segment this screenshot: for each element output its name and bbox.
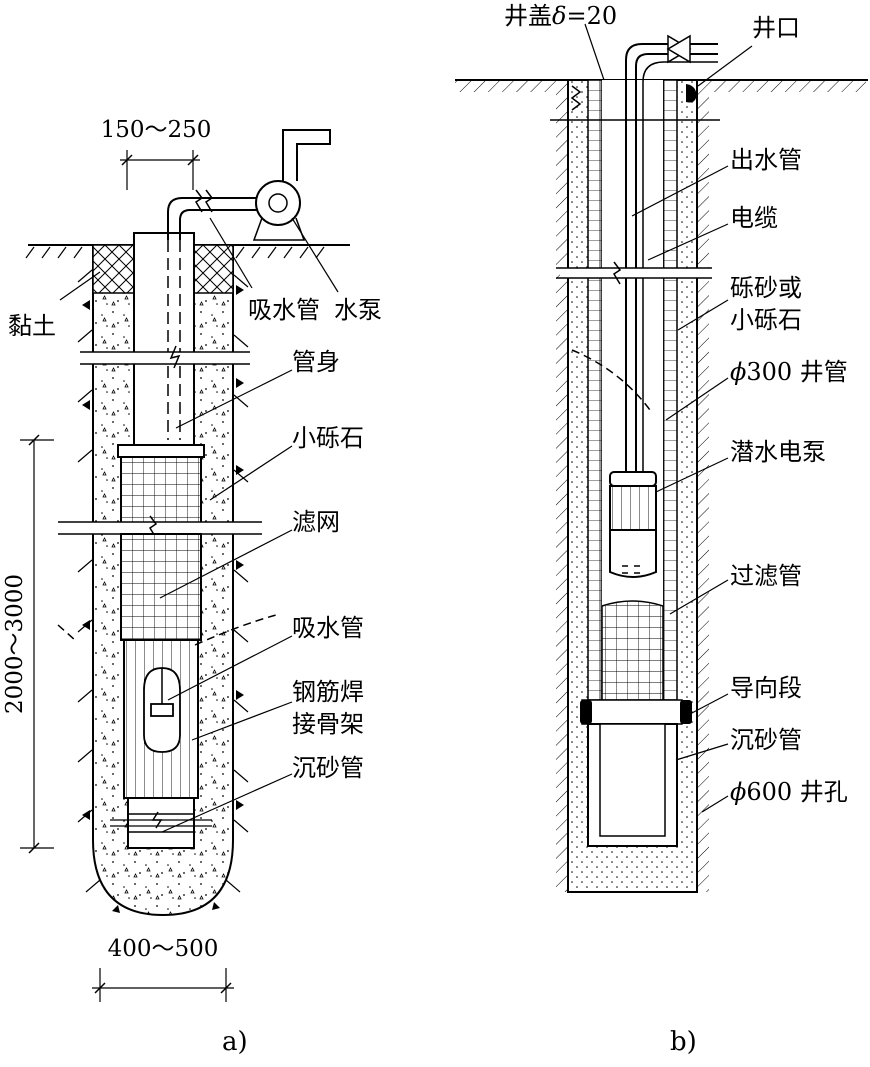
pipe-break-mark [194, 189, 204, 213]
label-gravel-a: 小砾石 [292, 424, 364, 452]
label-gravel-b-1: 砾砂或 [730, 274, 802, 302]
label-filter-screen: 滤网 [292, 508, 340, 536]
cable [642, 61, 718, 480]
label-pipe-body: 管身 [292, 348, 340, 376]
suction-head [150, 703, 174, 717]
pump-outlet-pipe [282, 129, 331, 181]
filter-screen-upper [120, 456, 202, 526]
hole-wall-right [697, 92, 709, 892]
break-line-1 [80, 345, 250, 369]
label-sand-pipe-a: 沉砂管 [292, 754, 364, 782]
ground-hatch-a [25, 246, 325, 259]
pump-base [252, 217, 306, 241]
dim-top-width: 150～250 [101, 117, 212, 190]
ground-hatch-b-right [698, 80, 866, 92]
label-cable: 电缆 [730, 204, 778, 232]
filter-pipe-b [601, 600, 664, 701]
label-rebar-frame-2: 接骨架 [292, 710, 364, 738]
wellhead-seal [686, 84, 697, 103]
label-outlet-pipe: 出水管 [730, 146, 802, 174]
leaders-b [584, 23, 753, 813]
label-submersible-pump: 潜水电泵 [730, 438, 826, 466]
figure-a: 150～250 2000～3000 400～500 [2, 117, 382, 1057]
label-wellhead: 井口 [752, 14, 800, 42]
label-sand-pipe-b: 沉砂管 [730, 726, 802, 754]
dim-depth: 2000～3000 [2, 434, 54, 854]
break-line-b [556, 261, 712, 285]
label-gravel-b-2: 小砾石 [730, 306, 802, 334]
label-clay: 黏土 [8, 312, 56, 340]
filter-cap [117, 444, 205, 458]
dim-bottom-width-text: 400～500 [108, 936, 219, 962]
pump-motor-b [609, 485, 657, 531]
soil-hatch-right-a [225, 274, 249, 893]
dim-depth-text: 2000～3000 [2, 574, 28, 714]
pump-base-b [609, 529, 657, 578]
pump-cap-b [609, 471, 657, 487]
leaders-a [59, 217, 339, 833]
well-pipe-wall-right [662, 79, 678, 701]
label-well-cover: 井盖δ=20 [504, 2, 617, 30]
soil-markers-a [82, 285, 244, 913]
label-well-hole: ϕ600 井孔 [730, 778, 848, 806]
figure-b: 井盖δ=20 井口 出水管 电缆 砾砂或 小砾石 ϕ300 井管 潜水电泵 过滤… [455, 2, 868, 1057]
label-filter-pipe: 过滤管 [730, 562, 802, 590]
outlet-pipe [625, 43, 718, 480]
caption-b: b) [670, 1027, 697, 1057]
dim-bottom-width: 400～500 [92, 936, 234, 1002]
label-suction-pipe: 吸水管 [292, 614, 364, 642]
well-pipe-body-a [133, 232, 195, 446]
label-guide-section: 导向段 [730, 674, 802, 702]
suction-pipe-bend [167, 197, 270, 240]
label-suction-pipe-top: 吸水管 [248, 296, 320, 324]
sand-pipe-a [127, 797, 195, 849]
label-well-pipe: ϕ300 井管 [730, 358, 848, 386]
label-pump: 水泵 [334, 296, 382, 324]
label-rebar-frame-1: 钢筋焊 [292, 678, 364, 706]
dim-top-width-text: 150～250 [101, 117, 212, 143]
caption-a: a) [222, 1027, 248, 1057]
well-pipe-wall-left [587, 79, 603, 701]
ground-hatch-b-left [455, 80, 567, 92]
guide-section [581, 699, 683, 725]
filter-screen-lower [120, 533, 202, 641]
hole-wall-left [556, 92, 568, 892]
